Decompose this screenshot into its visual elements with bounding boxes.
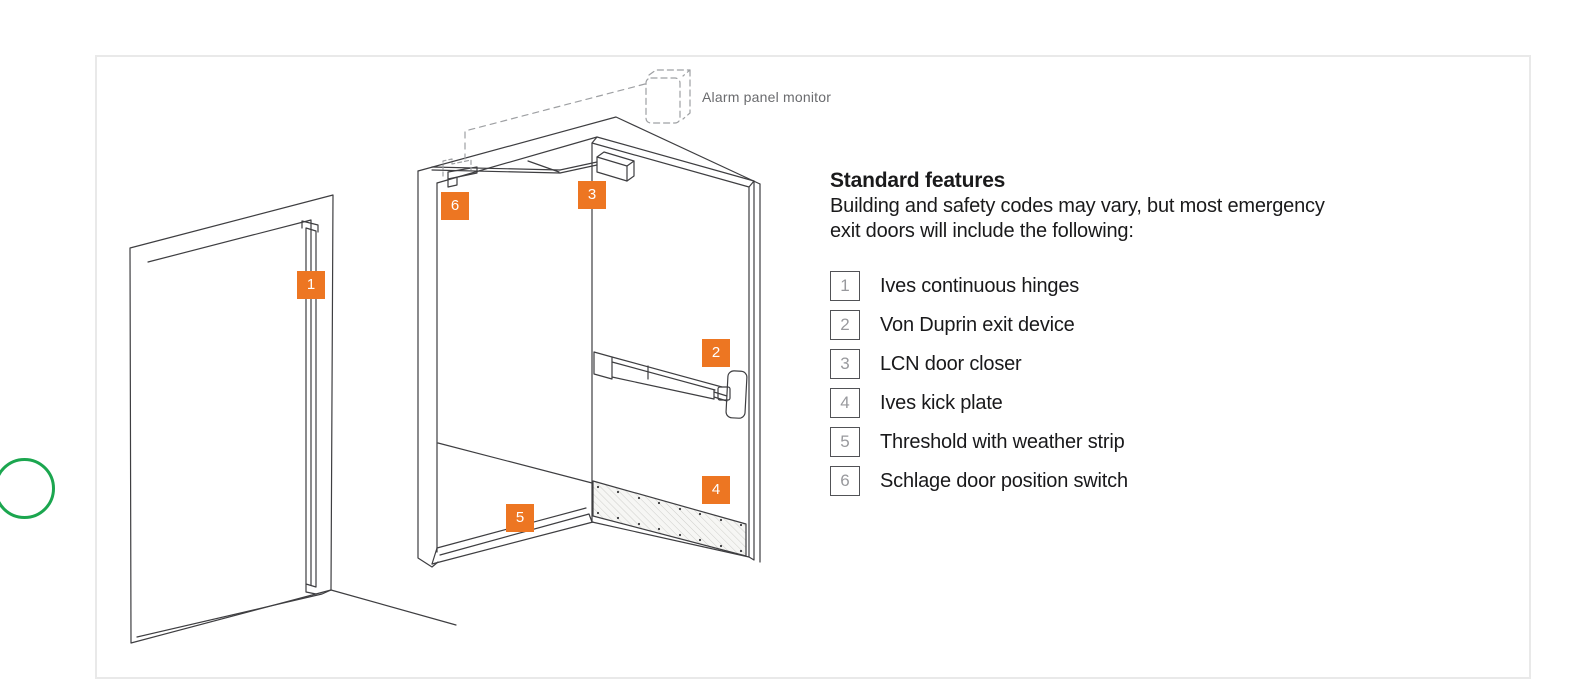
legend-item: 1 Ives continuous hinges xyxy=(830,271,1430,301)
legend-item: 6 Schlage door position switch xyxy=(830,466,1430,496)
marker-1-continuous-hinges: 1 xyxy=(297,271,325,299)
marker-4-kick-plate: 4 xyxy=(702,476,730,504)
marker-5-threshold: 5 xyxy=(506,504,534,532)
alarm-panel-box xyxy=(645,69,691,124)
legend-number-box: 6 xyxy=(830,466,860,496)
marker-3-door-closer: 3 xyxy=(578,181,606,209)
legend-item-label: Von Duprin exit device xyxy=(880,313,1075,336)
legend-item-label: LCN door closer xyxy=(880,352,1022,375)
continuous-hinge xyxy=(301,220,319,595)
legend-number-box: 3 xyxy=(830,349,860,379)
legend-item: 5 Threshold with weather strip xyxy=(830,427,1430,457)
legend-list: 1 Ives continuous hinges 2 Von Duprin ex… xyxy=(830,271,1430,496)
legend-item: 2 Von Duprin exit device xyxy=(830,310,1430,340)
legend-heading: Standard features xyxy=(830,169,1006,192)
legend-description-line: Building and safety codes may vary, but … xyxy=(830,195,1325,217)
legend-item-label: Ives kick plate xyxy=(880,391,1003,414)
open-door-leaf xyxy=(129,194,334,644)
switch-dashed-outline xyxy=(442,158,472,177)
marker-6-position-switch: 6 xyxy=(441,192,469,220)
legend-item-label: Schlage door position switch xyxy=(880,469,1128,492)
content-panel xyxy=(95,55,1531,679)
door-position-switch xyxy=(447,166,478,188)
marker-2-exit-device: 2 xyxy=(702,339,730,367)
alarm-wire xyxy=(464,83,646,160)
legend-item: 4 Ives kick plate xyxy=(830,388,1430,418)
annotation-circle xyxy=(0,458,55,519)
alarm-panel-label: Alarm panel monitor xyxy=(702,89,832,105)
legend-item-label: Ives continuous hinges xyxy=(880,274,1080,297)
legend-item-label: Threshold with weather strip xyxy=(880,430,1125,453)
legend-description-line: exit doors will include the following: xyxy=(830,220,1134,242)
door-frame xyxy=(417,116,761,568)
legend-item: 3 LCN door closer xyxy=(830,349,1430,379)
legend-number-box: 4 xyxy=(830,388,860,418)
legend-number-box: 5 xyxy=(830,427,860,457)
exit-door-leaf xyxy=(591,136,755,561)
legend-number-box: 1 xyxy=(830,271,860,301)
legend-number-box: 2 xyxy=(830,310,860,340)
kick-plate xyxy=(592,480,747,557)
floor-line xyxy=(330,589,457,626)
exit-device-push-bar xyxy=(593,351,748,419)
standard-features-legend: Standard features Building and safety co… xyxy=(830,168,1430,505)
